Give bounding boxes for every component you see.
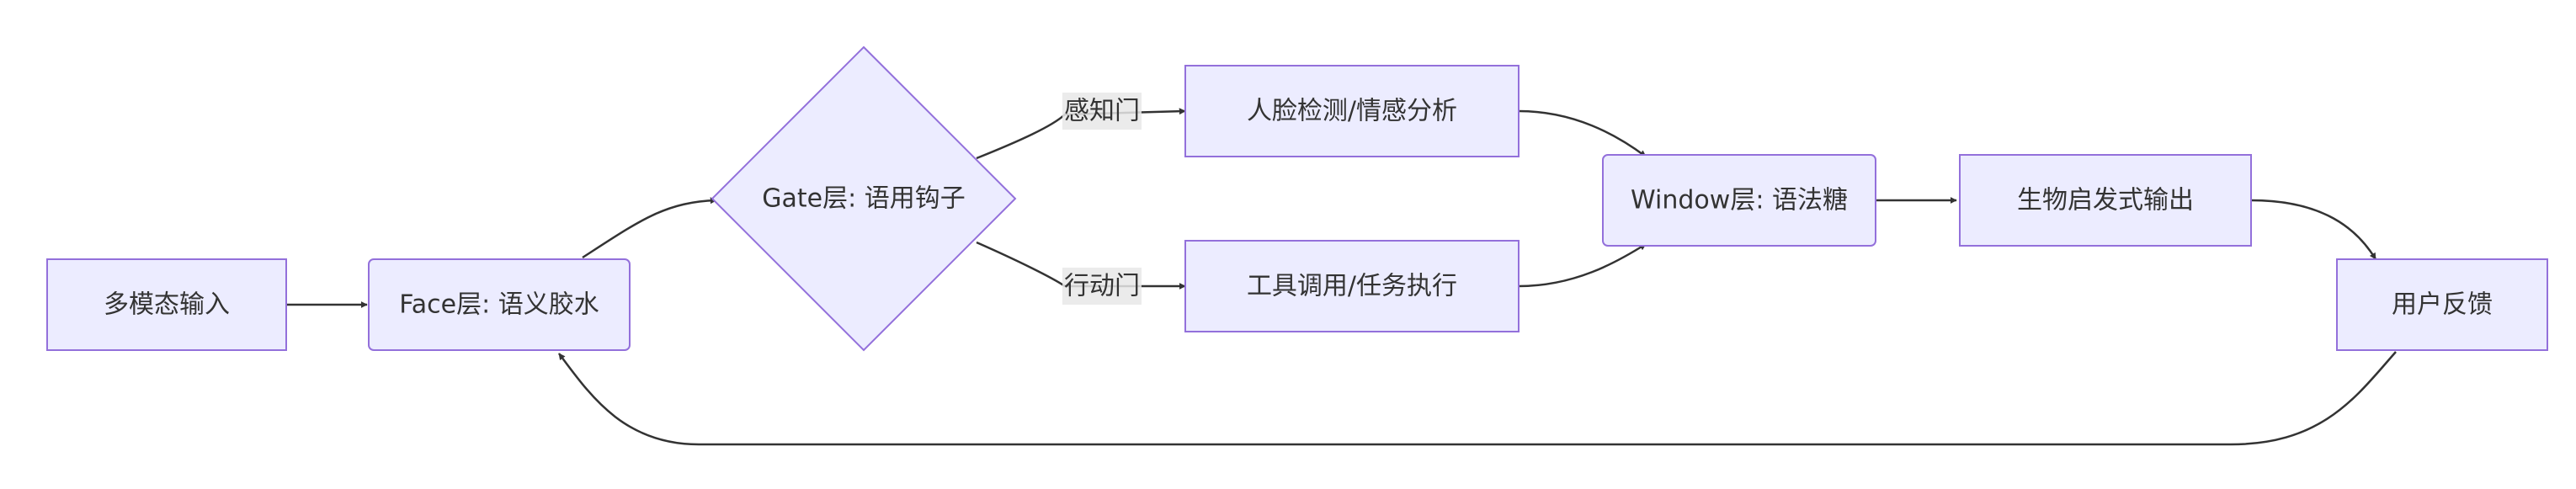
edge-face-to-gate xyxy=(582,197,717,259)
edge-output-to-feedback xyxy=(2250,199,2377,260)
node-label: 工具调用/任务执行 xyxy=(1247,272,1457,301)
edge-label-text: 感知门 xyxy=(1064,97,1140,126)
node-gate-layer[interactable]: Gate层: 语用钩子 xyxy=(711,45,1017,352)
node-bio-output[interactable]: 生物启发式输出 xyxy=(1959,154,2252,247)
node-label: Gate层: 语用钩子 xyxy=(762,184,966,214)
node-label: 生物启发式输出 xyxy=(2017,186,2194,215)
node-window-layer[interactable]: Window层: 语法糖 xyxy=(1602,154,1876,247)
node-label: Face层: 语义胶水 xyxy=(399,290,599,320)
node-perception-task[interactable]: 人脸检测/情感分析 xyxy=(1184,65,1520,157)
node-label: Window层: 语法糖 xyxy=(1631,186,1848,215)
edge-label-perception-gate: 感知门 xyxy=(1062,93,1142,130)
node-action-task[interactable]: 工具调用/任务执行 xyxy=(1184,240,1520,332)
edge-feedback-to-face xyxy=(557,351,2397,446)
edge-perception-to-window xyxy=(1518,109,1647,158)
node-label: 用户反馈 xyxy=(2392,290,2493,320)
node-label: 多模态输入 xyxy=(104,290,230,320)
edge-label-text: 行动门 xyxy=(1064,272,1140,301)
node-multimodal-input[interactable]: 多模态输入 xyxy=(46,258,287,351)
node-label: 人脸检测/情感分析 xyxy=(1247,97,1457,126)
edge-action-to-window xyxy=(1518,242,1647,288)
node-face-layer[interactable]: Face层: 语义胶水 xyxy=(368,258,631,351)
edge-label-action-gate: 行动门 xyxy=(1062,268,1142,305)
edges xyxy=(286,108,2397,446)
node-user-feedback[interactable]: 用户反馈 xyxy=(2336,258,2548,351)
